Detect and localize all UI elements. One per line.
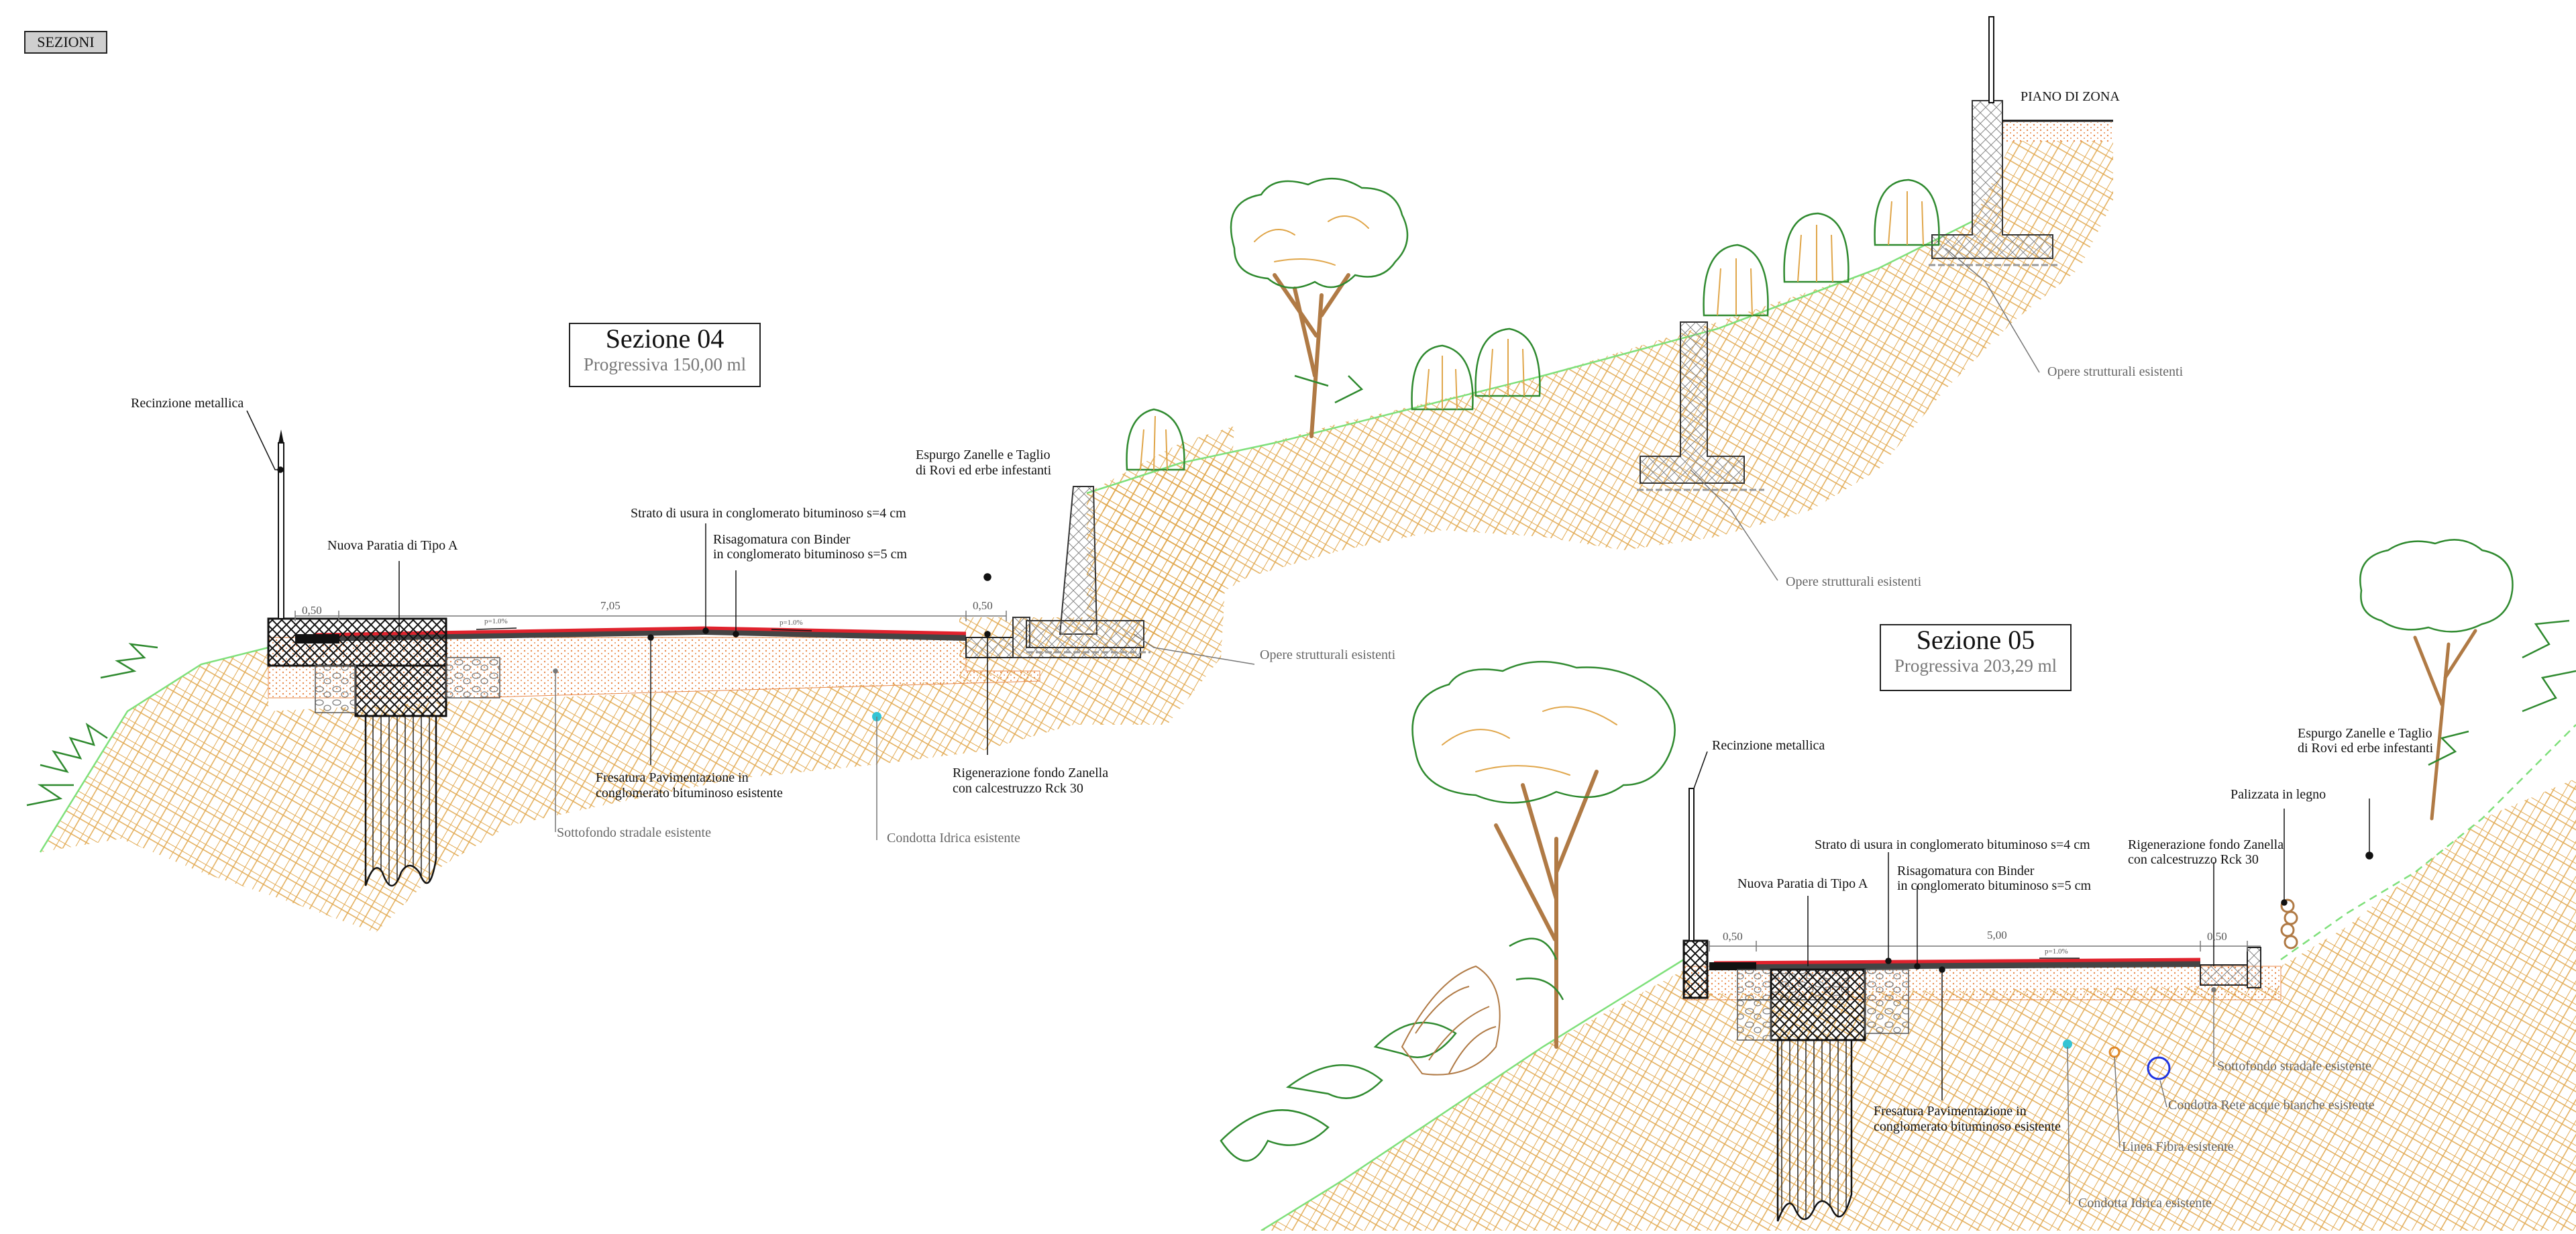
section-04-title: Sezione 04 xyxy=(605,323,724,354)
label-rigenerazione-04-2: con calcestruzzo Rck 30 xyxy=(953,781,1083,796)
label-sottofondo-05: Sottofondo stradale esistente xyxy=(2217,1059,2371,1074)
ground-mass-05 xyxy=(1261,778,2576,1231)
label-condotta-idrica-04: Condotta Idrica esistente xyxy=(887,831,1020,845)
dim-05-left: 0,50 xyxy=(1723,930,1743,943)
label-recinzione-05: Recinzione metallica xyxy=(1712,738,1825,753)
label-risagomatura-04-1: Risagomatura con Binder xyxy=(713,532,851,547)
dim-04-carriageway: 7,05 xyxy=(600,599,621,612)
label-paratia-05: Nuova Paratia di Tipo A xyxy=(1737,876,1868,891)
ferns-05 xyxy=(1220,619,2576,1162)
section-05-title-box: Sezione 05 Progressiva 203,29 ml xyxy=(1880,624,2072,691)
label-condotta-idrica-05: Condotta Idrica esistente xyxy=(2078,1196,2212,1211)
tree-large-05-left xyxy=(1411,660,1676,1049)
ferns-left-04 xyxy=(26,374,1364,807)
dim-04-left: 0,50 xyxy=(302,604,322,617)
road-section-04 xyxy=(267,429,1150,887)
dim-04-right: 0,50 xyxy=(973,599,993,612)
label-risagomatura-05-2: in conglomerato bituminoso s=5 cm xyxy=(1897,878,2092,893)
label-opere-upper-2: Opere strutturali esistenti xyxy=(2047,364,2184,379)
label-espurgo-05-2: di Rovi ed erbe infestanti xyxy=(2298,741,2434,756)
label-acque-bianche-05: Condotta Rete acque bianche esistente xyxy=(2168,1098,2375,1113)
ground-line-05 xyxy=(1260,958,1684,1232)
tree-large-04 xyxy=(1230,177,1409,438)
section-05-progressiva: Progressiva 203,29 ml xyxy=(1894,656,2057,676)
section-04-progressiva: Progressiva 150,00 ml xyxy=(583,354,747,374)
label-rigenerazione-05-2: con calcestruzzo Rck 30 xyxy=(2128,852,2259,867)
leaders-05-grey xyxy=(2067,987,2216,1205)
label-palizzata-05: Palizzata in legno xyxy=(2231,787,2326,802)
label-rigenerazione-05-1: Rigenerazione fondo Zanella xyxy=(2128,837,2284,852)
label-risagomatura-04-2: in conglomerato bituminoso s=5 cm xyxy=(713,547,908,562)
label-espurgo-04-2: di Rovi ed erbe infestanti xyxy=(916,463,1052,478)
section-05-title: Sezione 05 xyxy=(1916,625,2035,655)
label-fresatura-04-1: Fresatura Pavimentazione in xyxy=(596,770,749,785)
ground-mass-upper xyxy=(1100,141,2113,664)
leaders-05 xyxy=(1693,751,2373,1100)
label-opere-04: Opere strutturali esistenti xyxy=(1260,648,1396,662)
section-04-title-box: Sezione 04 Progressiva 150,00 ml xyxy=(569,323,761,387)
shrubs-upper xyxy=(1126,178,1940,471)
label-fresatura-04-2: conglomerato bituminoso esistente xyxy=(596,786,783,801)
slope-05-a: p=1.0% xyxy=(2045,947,2068,956)
leaders-04 xyxy=(246,410,991,765)
label-espurgo-04-1: Espurgo Zanelle e Taglio xyxy=(916,448,1051,462)
label-rigenerazione-04-1: Rigenerazione fondo Zanella xyxy=(953,766,1109,780)
tree-large-05-right xyxy=(2359,539,2514,821)
label-sottofondo-04: Sottofondo stradale esistente xyxy=(557,825,711,840)
label-fresatura-05-2: conglomerato bituminoso esistente xyxy=(1874,1119,2061,1134)
label-strato-usura-05: Strato di usura in conglomerato bitumino… xyxy=(1815,837,2090,852)
bramble-05 xyxy=(1401,965,1501,1076)
label-risagomatura-05-1: Risagomatura con Binder xyxy=(1897,864,2035,878)
leaders-04-grey xyxy=(553,248,2040,840)
label-strato-usura-04: Strato di usura in conglomerato bitumino… xyxy=(631,506,906,521)
ground-mass-04 xyxy=(40,426,1234,933)
sheet-tag: SEZIONI xyxy=(24,31,107,54)
dim-05-carriageway: 5,00 xyxy=(1987,929,2007,941)
label-opere-upper-1: Opere strutturali esistenti xyxy=(1786,574,1922,589)
road-section-05 xyxy=(1682,788,2298,1222)
slope-04-a: p=1.0% xyxy=(484,617,508,625)
label-piano-zona: PIANO DI ZONA xyxy=(2021,89,2120,104)
ground-line-04 xyxy=(39,646,269,853)
dim-05-right: 0,50 xyxy=(2207,930,2227,943)
label-paratia-04: Nuova Paratia di Tipo A xyxy=(327,538,458,553)
label-fresatura-05-1: Fresatura Pavimentazione in xyxy=(1874,1104,2027,1119)
upper-walls xyxy=(1637,16,2113,491)
slope-04-b: p=1.0% xyxy=(780,619,803,627)
label-fibra-05: Linea Fibra esistente xyxy=(2122,1139,2234,1154)
ground-line-05-right xyxy=(2280,724,2576,961)
label-recinzione-04: Recinzione metallica xyxy=(131,396,244,411)
label-espurgo-05-1: Espurgo Zanelle e Taglio xyxy=(2298,726,2432,741)
